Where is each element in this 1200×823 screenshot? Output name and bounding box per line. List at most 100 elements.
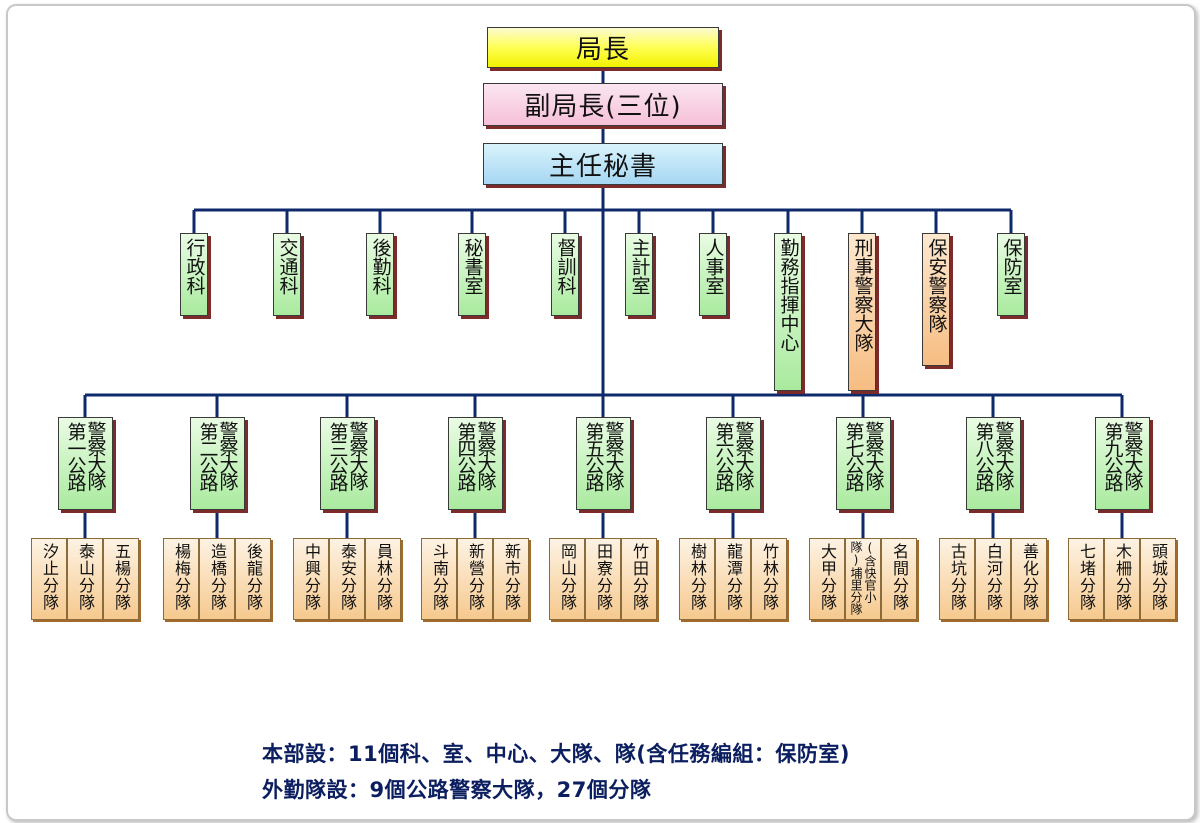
brigade-label-right-4: 警察大隊	[602, 421, 625, 489]
squad-box-6-1: (含快官小隊)埔里分隊	[845, 538, 881, 620]
squad-label-2-2: 員林分隊	[374, 543, 393, 611]
squad-label-1-0: 楊梅分隊	[172, 543, 191, 611]
squad-label-1-1: 造橋分隊	[208, 543, 227, 611]
section-box-0: 行政科	[180, 233, 208, 316]
squad-label-4-0: 岡山分隊	[558, 543, 577, 611]
squad-box-7-2: 善化分隊	[1011, 538, 1047, 620]
brigade-label-left-3: 第四公路	[454, 422, 477, 490]
squad-label-3-0: 斗南分隊	[430, 543, 449, 611]
squad-box-1-2: 後龍分隊	[235, 538, 271, 620]
squad-box-7-0: 古坑分隊	[939, 538, 975, 620]
squad-label-5-1: 龍潭分隊	[724, 543, 743, 611]
squad-box-2-0: 中興分隊	[293, 538, 329, 620]
brigade-label-left-8: 第九公路	[1101, 422, 1124, 490]
section-label-2: 後勤科	[369, 238, 392, 295]
brigade-label-left-6: 第七公路	[842, 422, 865, 490]
squad-label-6-1: (含快官小隊)埔里分隊	[849, 541, 877, 615]
squad-label-6-0: 大甲分隊	[818, 543, 837, 611]
chief-box: 局長	[487, 27, 719, 68]
squad-label-8-2: 頭城分隊	[1149, 543, 1168, 611]
squad-box-5-2: 竹林分隊	[751, 538, 787, 620]
squad-label-4-1: 田寮分隊	[594, 543, 613, 611]
section-box-9: 保安警察隊	[922, 233, 950, 366]
section-box-3: 秘書室	[458, 233, 486, 316]
section-box-4: 督訓科	[551, 233, 579, 316]
brigade-label-right-5: 警察大隊	[732, 421, 755, 489]
brigade-label-right-2: 警察大隊	[346, 421, 369, 489]
section-label-1: 交通科	[276, 238, 299, 295]
brigade-label-right-3: 警察大隊	[474, 421, 497, 489]
section-label-4: 督訓科	[554, 238, 577, 295]
squad-box-1-1: 造橋分隊	[199, 538, 235, 620]
brigade-box-0: 警察大隊第一公路	[58, 417, 113, 510]
summary-note-hq: 本部設：11個科、室、中心、大隊、隊(含任務編組：保防室)	[262, 742, 850, 766]
brigade-box-1: 警察大隊第二公路	[190, 417, 245, 510]
squad-label-2-0: 中興分隊	[302, 543, 321, 611]
section-label-7: 勤務指揮中心	[777, 238, 800, 352]
brigade-box-4: 警察大隊第五公路	[576, 417, 631, 510]
chief-secretary-box: 主任秘書	[483, 143, 723, 185]
squad-box-2-1: 泰安分隊	[329, 538, 365, 620]
brigade-label-right-1: 警察大隊	[216, 421, 239, 489]
brigade-box-5: 警察大隊第六公路	[706, 417, 761, 510]
squad-label-4-2: 竹田分隊	[630, 543, 649, 611]
brigade-label-right-8: 警察大隊	[1121, 421, 1144, 489]
squad-label-3-1: 新營分隊	[466, 543, 485, 611]
squad-label-7-0: 古坑分隊	[948, 543, 967, 611]
squad-label-1-2: 後龍分隊	[244, 543, 263, 611]
brigade-label-right-6: 警察大隊	[862, 421, 885, 489]
squad-label-8-0: 七堵分隊	[1077, 543, 1096, 611]
section-label-6: 人事室	[702, 238, 725, 295]
summary-note-field: 外勤隊設：9個公路警察大隊，27個分隊	[262, 778, 652, 802]
squad-label-5-2: 竹林分隊	[760, 543, 779, 611]
brigade-label-left-4: 第五公路	[582, 422, 605, 490]
brigade-label-right-0: 警察大隊	[84, 421, 107, 489]
brigade-label-left-0: 第一公路	[64, 422, 87, 490]
brigade-label-left-1: 第二公路	[196, 422, 219, 490]
squad-box-4-1: 田寮分隊	[585, 538, 621, 620]
section-label-3: 秘書室	[461, 238, 484, 295]
section-box-2: 後勤科	[366, 233, 394, 316]
squad-box-4-0: 岡山分隊	[549, 538, 585, 620]
section-box-6: 人事室	[699, 233, 727, 316]
squad-label-3-2: 新市分隊	[502, 543, 521, 611]
section-label-9: 保安警察隊	[925, 238, 948, 333]
squad-box-0-1: 泰山分隊	[67, 538, 103, 620]
squad-label-0-0: 汐止分隊	[40, 543, 59, 611]
brigade-box-3: 警察大隊第四公路	[448, 417, 503, 510]
brigade-box-8: 警察大隊第九公路	[1095, 417, 1150, 510]
deputy-chief-box: 副局長(三位)	[483, 83, 723, 126]
squad-box-4-2: 竹田分隊	[621, 538, 657, 620]
squad-label-0-2: 五楊分隊	[112, 543, 131, 611]
squad-box-3-2: 新市分隊	[493, 538, 529, 620]
squad-label-6-2: 名間分隊	[890, 543, 909, 611]
squad-box-6-2: 名間分隊	[881, 538, 917, 620]
chief-secretary-label: 主任秘書	[548, 151, 657, 182]
brigade-box-7: 警察大隊第八公路	[966, 417, 1021, 510]
squad-label-8-1: 木柵分隊	[1113, 543, 1132, 611]
squad-box-3-1: 新營分隊	[457, 538, 493, 620]
section-box-5: 主計室	[625, 233, 653, 316]
squad-label-0-1: 泰山分隊	[76, 543, 95, 611]
brigade-label-left-5: 第六公路	[712, 422, 735, 490]
squad-label-2-1: 泰安分隊	[338, 543, 357, 611]
brigade-label-right-7: 警察大隊	[992, 421, 1015, 489]
squad-box-2-2: 員林分隊	[365, 538, 401, 620]
section-label-5: 主計室	[628, 238, 651, 295]
squad-box-5-1: 龍潭分隊	[715, 538, 751, 620]
squad-box-0-0: 汐止分隊	[31, 538, 67, 620]
brigade-drops	[83, 395, 1124, 538]
section-box-7: 勤務指揮中心	[774, 233, 802, 391]
squad-box-8-1: 木柵分隊	[1104, 538, 1140, 620]
section-label-10: 保防室	[1000, 238, 1023, 295]
squad-box-1-0: 楊梅分隊	[163, 538, 199, 620]
squad-box-6-0: 大甲分隊	[809, 538, 845, 620]
section-box-8: 刑事警察大隊	[848, 233, 876, 391]
section-box-10: 保防室	[997, 233, 1025, 316]
brigade-box-2: 警察大隊第三公路	[320, 417, 375, 510]
section-drops	[192, 210, 1013, 233]
section-label-8: 刑事警察大隊	[851, 238, 874, 352]
squad-box-3-0: 斗南分隊	[421, 538, 457, 620]
chief-label: 局長	[575, 35, 630, 65]
